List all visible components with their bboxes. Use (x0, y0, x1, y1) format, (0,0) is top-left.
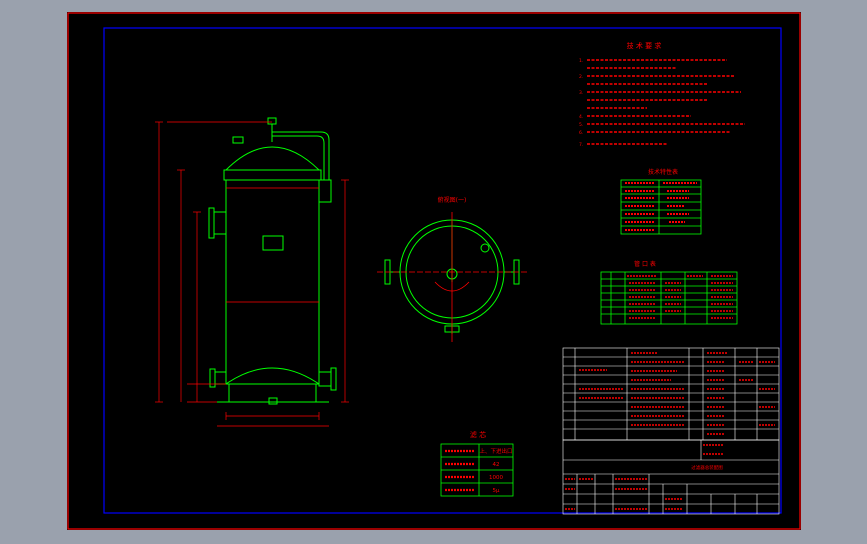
note-4: 4. (579, 114, 583, 120)
top-view-title: 俯视图(一) (438, 196, 467, 204)
filter-count-value: 42 (493, 462, 500, 468)
drawing-name: 过滤器总装配图 (691, 464, 723, 471)
tech-requirements-title: 技 术 要 求 (627, 41, 662, 50)
filter-table-title: 滤 芯 (470, 430, 486, 439)
note-2: 2. (579, 74, 583, 80)
inner-frame (103, 27, 782, 514)
tech-requirements: 技 术 要 求 1. 2. 3. 4. 5. 6. 7. (579, 41, 745, 148)
vessel-elevation (208, 117, 337, 405)
note-1: 1. (579, 58, 583, 64)
filter-element-table: 滤 芯 上、下进出口 42 1000 5μ (440, 430, 514, 497)
nozzle-table-title: 管 口 表 (634, 260, 656, 268)
note-3: 3. (579, 90, 583, 96)
filter-inlet-value: 上、下进出口 (479, 447, 512, 455)
cad-drawing: 俯视图(一) 技 术 要 求 1. 2. 3. 4. 5. (67, 12, 801, 530)
filter-length-value: 1000 (489, 475, 503, 481)
drawing-sheet: 俯视图(一) 技 术 要 求 1. 2. 3. 4. 5. (67, 12, 801, 530)
parts-list (562, 347, 780, 441)
dimension-lines (155, 121, 349, 427)
tech-characteristics-title: 技术特性表 (648, 168, 678, 176)
outer-frame (67, 12, 801, 530)
nozzle-table: 管 口 表 (600, 260, 738, 325)
note-7: 7. (579, 142, 583, 148)
tech-characteristics-table: 技术特性表 (620, 168, 702, 235)
note-5: 5. (579, 122, 583, 128)
filter-precision-value: 5μ (493, 488, 500, 494)
top-view: 俯视图(一) (377, 196, 527, 342)
title-block: 过滤器总装配图 (562, 439, 780, 515)
note-6: 6. (579, 130, 583, 136)
